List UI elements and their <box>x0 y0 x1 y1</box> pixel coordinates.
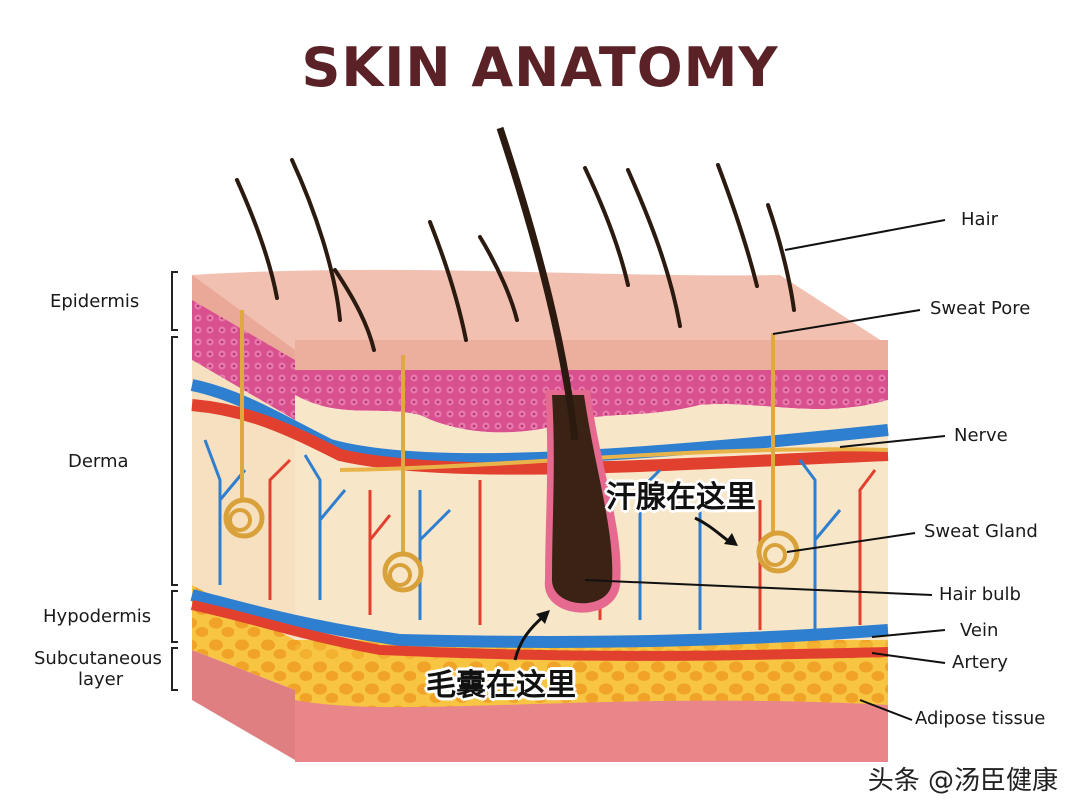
layer-brackets <box>171 271 178 691</box>
blood-vessels <box>190 379 889 661</box>
annotation-hair-follicle-here: 毛囊在这里 <box>426 668 576 703</box>
hairs <box>235 158 796 352</box>
leader-lines <box>584 219 946 721</box>
nerve-fiber <box>339 447 889 472</box>
page-title: SKIN ANATOMY <box>301 36 779 99</box>
label-subcutaneous-line2: layer <box>78 669 124 690</box>
hair-follicle <box>496 126 621 613</box>
label-subcutaneous: Subcutaneous <box>34 648 162 669</box>
annotation-sweat-gland-here: 汗腺在这里 <box>606 480 756 515</box>
label-hypodermis: Hypodermis <box>43 606 152 627</box>
watermark: 头条 @汤臣健康 <box>867 766 1058 796</box>
label-sweat-gland: Sweat Gland <box>924 521 1038 542</box>
label-derma: Derma <box>68 451 129 472</box>
label-hair: Hair <box>961 209 998 230</box>
label-hair-bulb: Hair bulb <box>939 584 1021 605</box>
label-sweat-pore: Sweat Pore <box>930 298 1031 319</box>
sweat-glands <box>223 310 800 593</box>
label-adipose-tissue: Adipose tissue <box>915 708 1046 729</box>
label-artery: Artery <box>952 652 1008 673</box>
label-nerve: Nerve <box>954 425 1008 446</box>
label-vein: Vein <box>960 620 999 641</box>
label-epidermis: Epidermis <box>50 291 140 312</box>
